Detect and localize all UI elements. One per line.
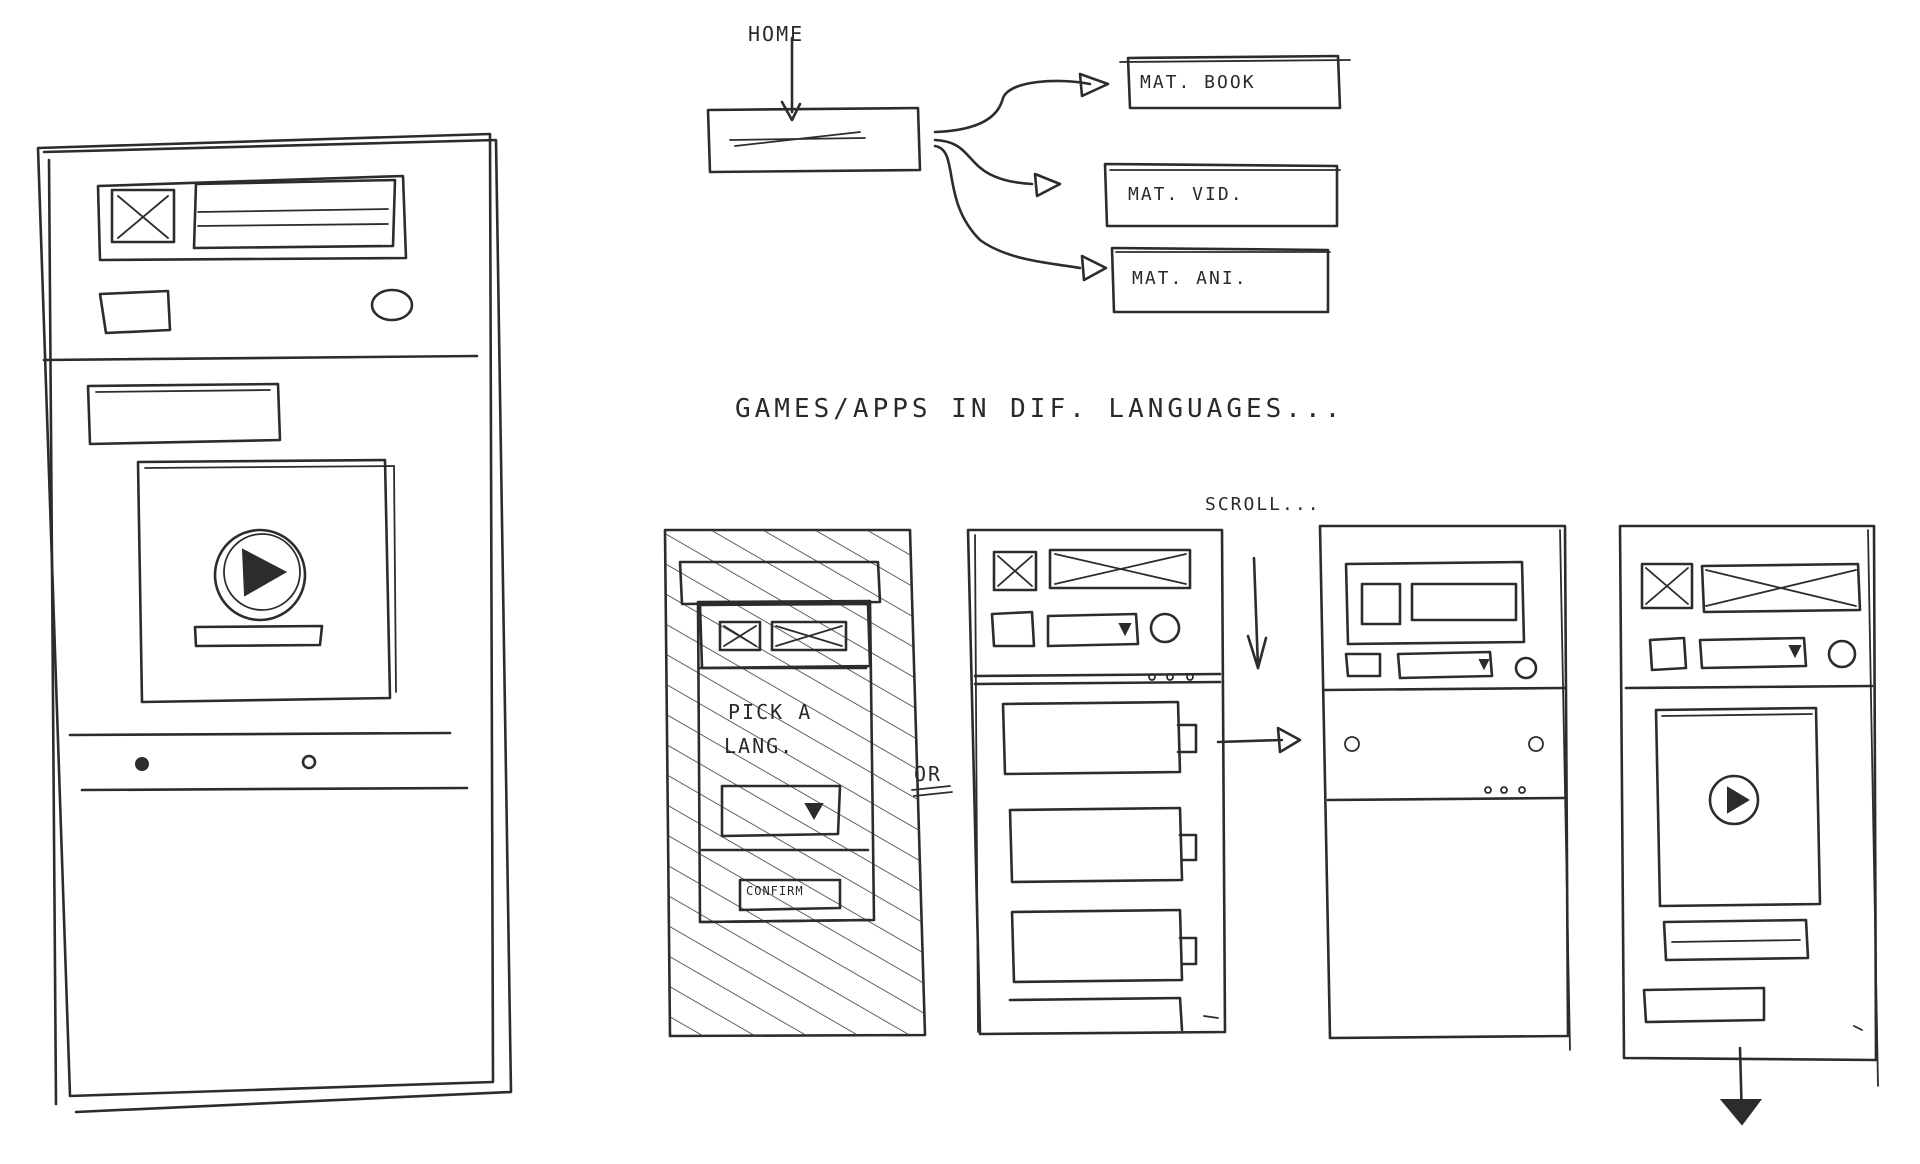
games-apps-note: Games/apps in dif. languages... [735,394,1345,424]
play-triangle-icon [241,548,288,597]
large-phone-wireframe [36,132,513,1114]
flow-arrow-ani [933,144,1082,270]
video-card [136,458,392,704]
header-right-button [370,288,414,322]
pick-a-lang-line1: Pick a [728,700,813,724]
target-ani-label: Mat. Ani. [1132,268,1248,289]
header-left-button [98,289,172,335]
target-box-vid [1103,162,1339,228]
list-dropdown [1046,612,1140,648]
header-image-placeholder [110,188,176,244]
or-marker [911,785,953,797]
caption-bar [193,624,324,648]
footer-dot-right-icon [301,754,317,770]
home-label: Home [748,22,805,46]
screen-language-modal [663,528,927,1038]
screen-player [1618,524,1879,1126]
title-bar [86,382,282,446]
or-note: or [914,762,943,786]
confirm-button-label[interactable]: Confirm [746,884,804,898]
home-box [706,106,922,174]
list-card-3 [1010,908,1184,984]
modal-dialog [696,599,876,924]
header-divider [42,354,479,362]
flow-diagram [706,36,1351,314]
modal-icon-right [770,620,848,652]
transition-arrow [1216,726,1302,754]
scroll-note: Scroll... [1205,494,1321,515]
target-box-ani [1110,246,1330,314]
language-dropdown [720,784,842,838]
player-video-card [1654,706,1822,908]
target-box-book [1126,54,1342,110]
confirm-button [738,878,842,912]
footer-dot-left-icon [135,757,149,771]
list-card-1 [1001,700,1182,776]
play-button-icon [213,528,307,622]
screen-list [966,528,1227,1036]
list-dropdown-arrow-icon [1118,623,1132,637]
flow-arrow-book [933,79,1092,134]
flow-arrow-vid [933,138,1034,186]
modal-icon-left [718,620,762,652]
target-book-label: Mat. Book [1140,72,1256,93]
scroll-arrow [1246,556,1268,670]
header-card [96,174,408,262]
pick-a-lang-line2: lang. [724,734,795,758]
player-play-icon [1708,774,1760,826]
list-card-2 [1008,806,1184,884]
target-vid-label: Mat. Vid. [1128,184,1244,205]
screen-scrolled [1318,524,1571,1051]
dropdown-arrow-icon [804,803,824,821]
